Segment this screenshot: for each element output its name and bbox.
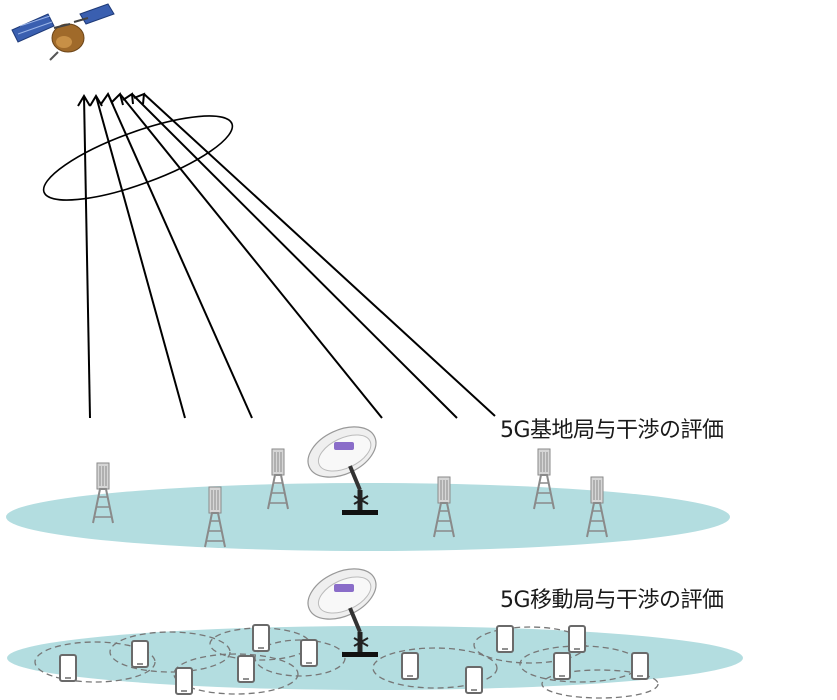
satellite-icon (11, 3, 115, 61)
arrow-5 (131, 93, 458, 419)
mobile-cells (34, 626, 659, 699)
base-station-evaluation-label: 5G基地局与干渉の評価 (500, 418, 724, 443)
smartphone-icon (175, 667, 193, 695)
smartphone-icon (59, 654, 77, 682)
smartphone-icon (252, 624, 270, 652)
arrow-6 (143, 93, 496, 417)
interference-arrows (77, 91, 496, 419)
arrow-4 (119, 93, 383, 419)
smartphone-icon (300, 639, 318, 667)
smartphone-icon (553, 652, 571, 680)
arrow-1 (83, 95, 91, 419)
base-station-area (6, 483, 730, 551)
smartphone-icon (568, 625, 586, 653)
arrow-3 (107, 93, 253, 419)
smartphone-icon (465, 666, 483, 694)
arrow-2 (95, 95, 186, 419)
smartphone-icon (401, 652, 419, 680)
mobile-station-evaluation-label: 5G移動局与干渉の評価 (500, 588, 724, 613)
smartphone-icon (237, 655, 255, 683)
smartphone-icon (631, 652, 649, 680)
smartphone-icon (131, 640, 149, 668)
smartphone-icon (496, 625, 514, 653)
